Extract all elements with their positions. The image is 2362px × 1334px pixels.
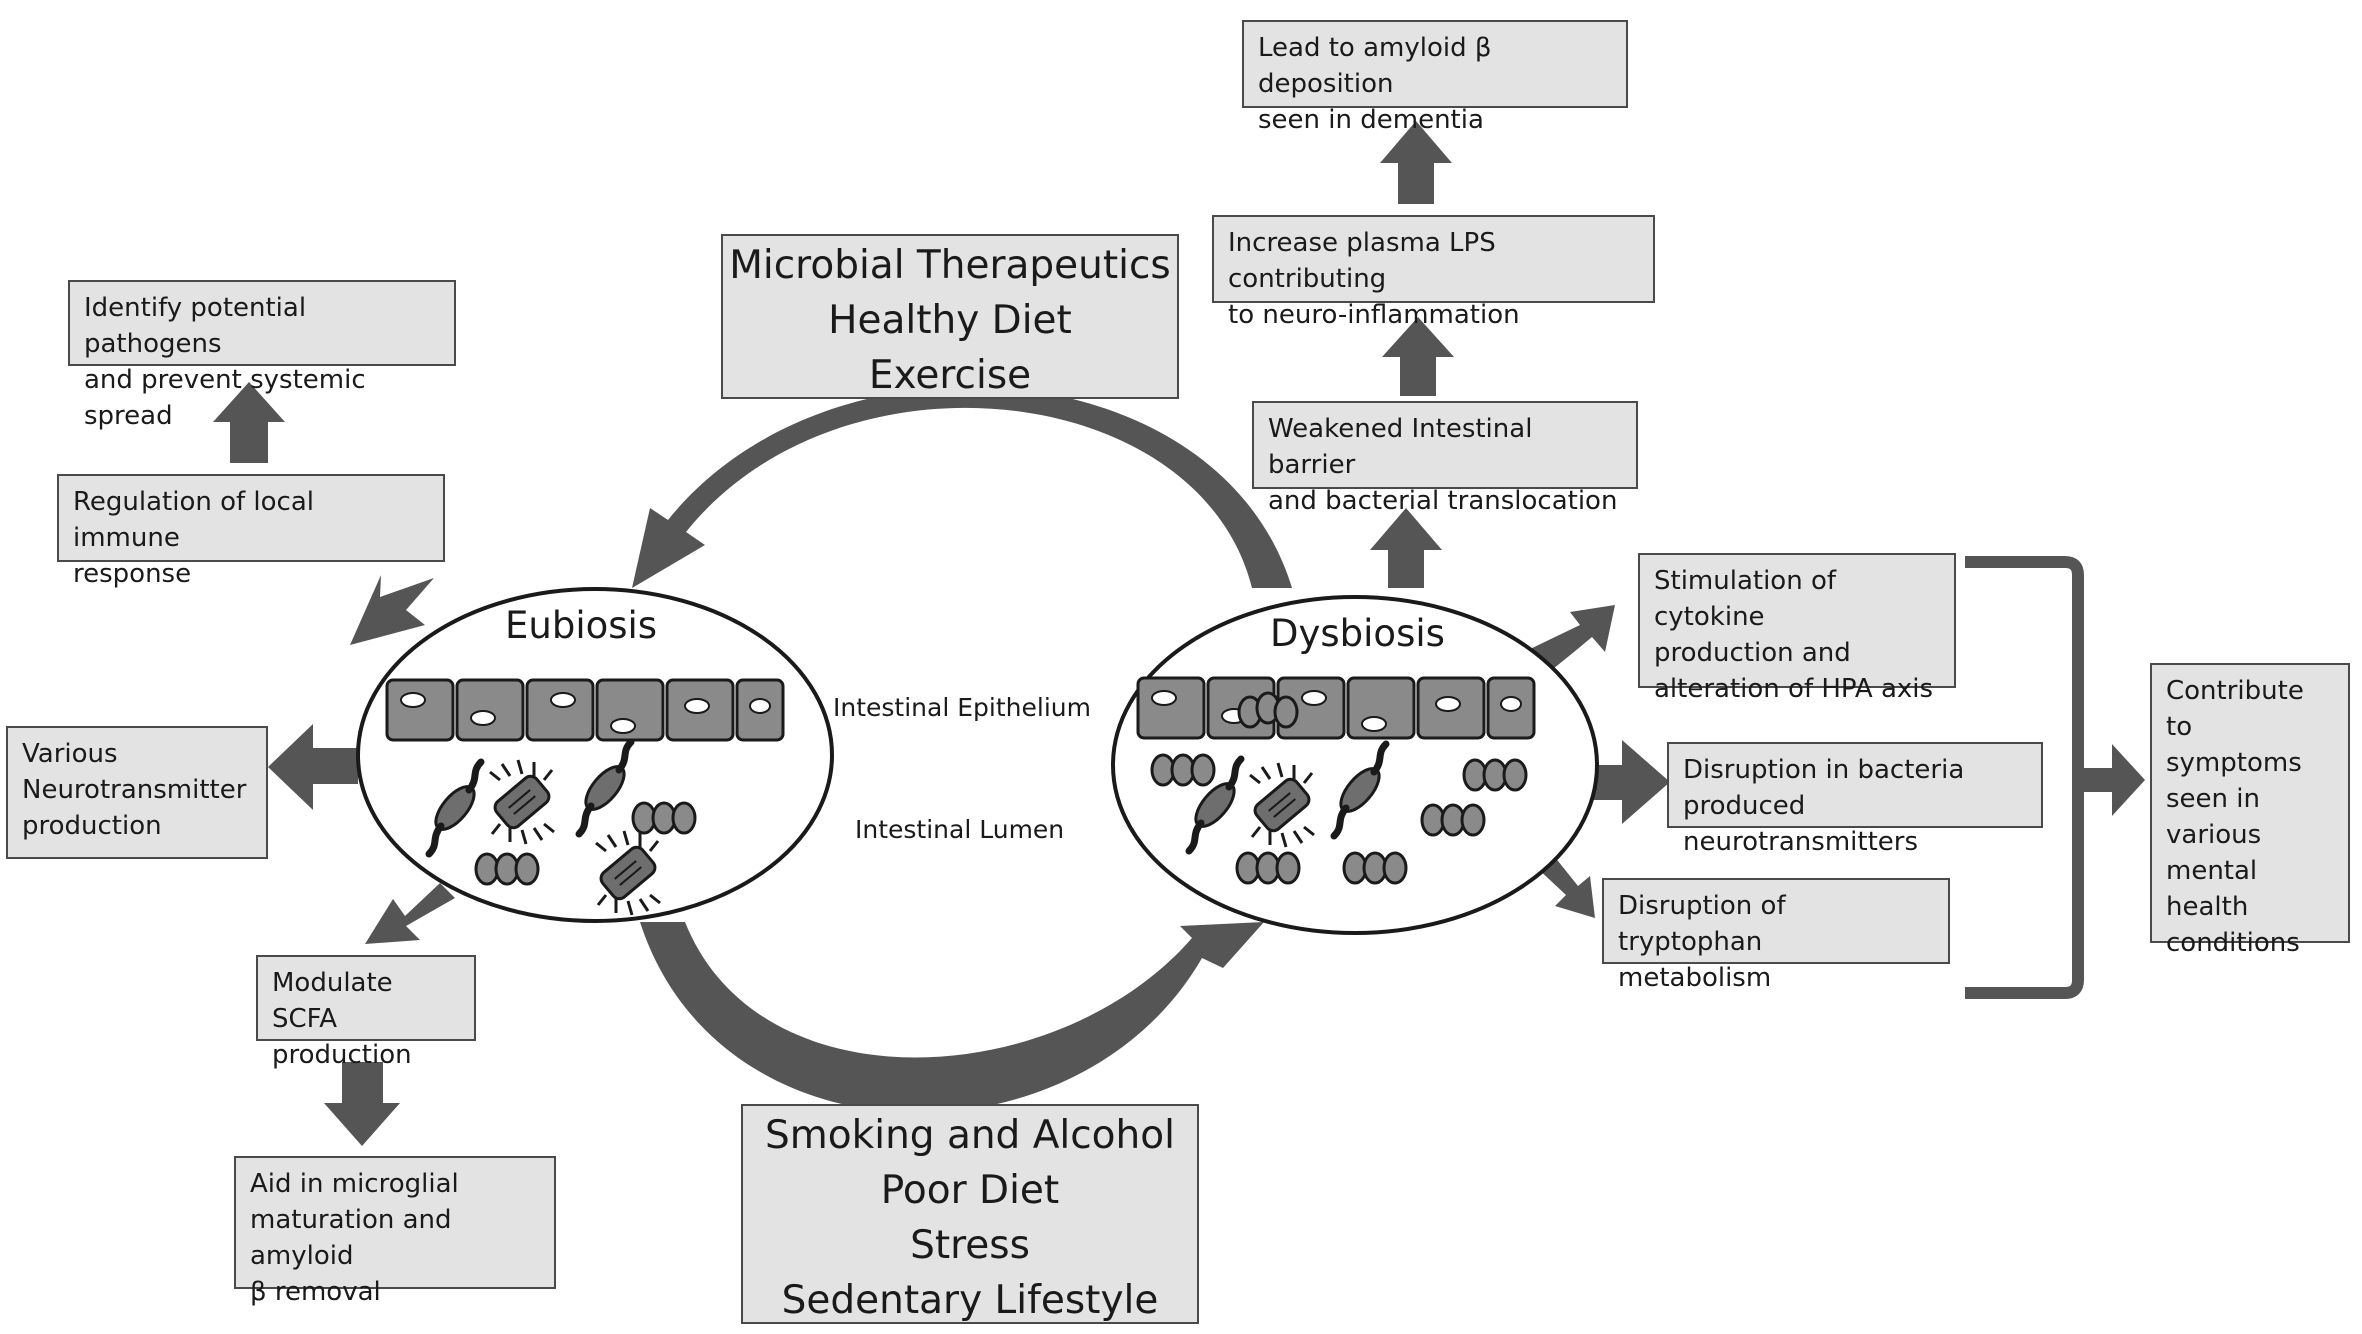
arrow-to-immune — [350, 575, 434, 645]
curved-arrow-negative — [640, 922, 1264, 1113]
dysbiosis-oval — [1111, 595, 1599, 935]
epithelium-cells — [1136, 676, 1536, 740]
positive-factors-box: Microbial Therapeutics Healthy Diet Exer… — [721, 234, 1179, 399]
arrow-to-tryptophan — [1535, 851, 1595, 918]
neurotransmitter-box: Various Neurotransmitter production — [6, 726, 268, 859]
eubiosis-label: Eubiosis — [505, 604, 658, 647]
arrow-to-neurotransmitter — [268, 724, 358, 810]
lumen-label: Intestinal Lumen — [855, 815, 1065, 844]
arrow-bracket-to-mental-health — [2082, 744, 2145, 816]
dysbiosis-label: Dysbiosis — [1270, 612, 1445, 655]
grouping-bracket — [1965, 556, 2084, 999]
arrow-to-lps — [1382, 317, 1454, 396]
curved-arrow-positive — [632, 386, 1292, 588]
arrow-to-microglial — [324, 1062, 400, 1146]
arrow-to-cytokine — [1528, 605, 1615, 673]
arrow-to-amyloid — [1380, 121, 1452, 204]
microglial-box: Aid in microglial maturation and amyloid… — [234, 1156, 556, 1307]
epithelium-label: Intestinal Epithelium — [833, 693, 1091, 722]
amyloid-box: Lead to amyloid β deposition seen in dem… — [1242, 20, 1628, 135]
scfa-box: Modulate SCFA production — [256, 955, 476, 1070]
lps-box: Increase plasma LPS contributing to neur… — [1212, 215, 1655, 330]
epithelium-cells — [385, 678, 785, 742]
negative-factors-box: Smoking and Alcohol Poor Diet Stress Sed… — [741, 1104, 1199, 1324]
eubiosis-oval — [356, 587, 834, 923]
arrow-to-scfa — [365, 883, 455, 944]
pathogens-box: Identify potential pathogens and prevent… — [68, 280, 456, 431]
arrow-to-barrier — [1370, 508, 1442, 588]
bacteria-nt-box: Disruption in bacteria produced neurotra… — [1667, 742, 2043, 857]
arrow-to-pathogens — [213, 382, 285, 463]
barrier-box: Weakened Intestinal barrier and bacteria… — [1252, 401, 1638, 516]
bacteria-icon — [1150, 691, 1528, 885]
immune-box: Regulation of local immune response — [57, 474, 445, 589]
cytokine-box: Stimulation of cytokine production and a… — [1638, 553, 1956, 704]
tryptophan-box: Disruption of tryptophan metabolism — [1602, 878, 1950, 993]
mental-health-box: Contribute to symptoms seen in various m… — [2150, 663, 2350, 958]
arrow-to-bacteria-nt — [1580, 740, 1670, 824]
